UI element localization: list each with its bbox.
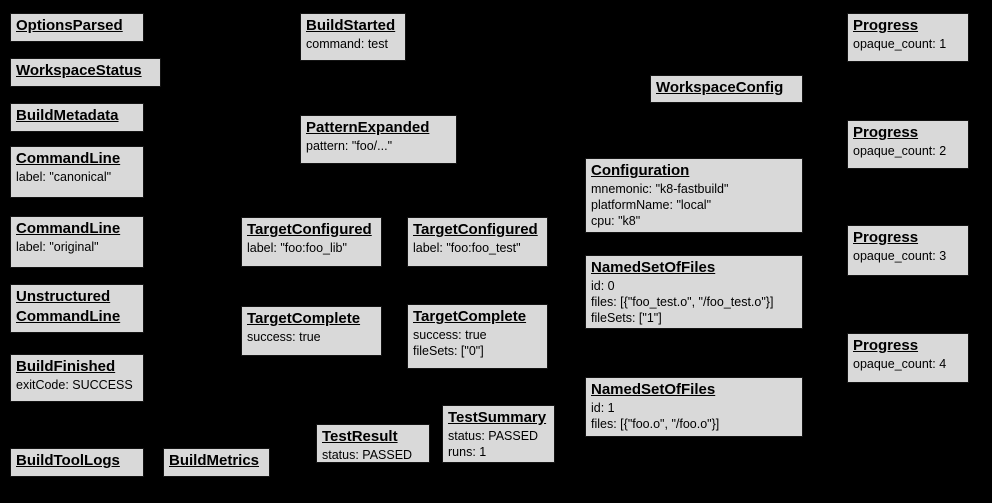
- event-node-test-summary: TestSummary status: PASSED runs: 1: [442, 405, 555, 463]
- event-node-field: opaque_count: 4: [853, 357, 947, 371]
- event-node-progress-3: Progress opaque_count: 3: [847, 225, 969, 276]
- event-node-configuration: Configuration mnemonic: "k8-fastbuild" pla…: [585, 158, 803, 233]
- event-node-title: Unstructured CommandLine: [16, 288, 121, 325]
- event-node-build-finished: BuildFinished exitCode: SUCCESS: [10, 354, 144, 402]
- event-node-title: WorkspaceStatus: [16, 62, 142, 79]
- event-node-field: files: [{"foo.o", "/foo.o"}]: [591, 417, 720, 431]
- event-node-title: BuildMetadata: [16, 107, 119, 124]
- event-node-title: PatternExpanded: [306, 119, 430, 136]
- event-node-title: Progress: [853, 17, 919, 34]
- event-node-title: CommandLine: [16, 150, 121, 167]
- event-node-build-started: BuildStarted command: test: [300, 13, 406, 61]
- event-node-field: cpu: "k8": [591, 214, 641, 228]
- event-node-field: label: "original": [16, 240, 99, 254]
- event-node-named-set-of-files-1: NamedSetOfFiles id: 1 files: [{"foo.o", "/…: [585, 377, 803, 437]
- event-node-field: fileSets: ["0"]: [413, 344, 484, 358]
- event-node-named-set-of-files-0: NamedSetOfFiles id: 0 files: [{"foo_test.o…: [585, 255, 803, 329]
- event-node-title: BuildToolLogs: [16, 452, 120, 469]
- event-node-workspace-status: WorkspaceStatus: [10, 58, 161, 87]
- event-node-title: TestResult: [322, 428, 398, 445]
- event-node-title: NamedSetOfFiles: [591, 381, 716, 398]
- event-node-title: CommandLine: [16, 220, 121, 237]
- event-node-field: opaque_count: 1: [853, 37, 947, 51]
- event-node-progress-4: Progress opaque_count: 4: [847, 333, 969, 383]
- event-node-options-parsed: OptionsParsed: [10, 13, 144, 42]
- event-node-command-line-canonical: CommandLine label: "canonical": [10, 146, 144, 198]
- event-node-title: Configuration: [591, 162, 690, 179]
- event-node-target-configured-foo-test: TargetConfigured label: "foo:foo_test": [407, 217, 548, 267]
- event-node-field: success: true: [247, 330, 321, 344]
- event-node-progress-1: Progress opaque_count: 1: [847, 13, 969, 62]
- event-node-title: NamedSetOfFiles: [591, 259, 716, 276]
- event-node-progress-2: Progress opaque_count: 2: [847, 120, 969, 169]
- event-node-field: opaque_count: 3: [853, 249, 947, 263]
- event-node-build-tool-logs: BuildToolLogs: [10, 448, 144, 477]
- event-node-field: opaque_count: 2: [853, 144, 947, 158]
- event-node-field: pattern: "foo/...": [306, 139, 393, 153]
- event-node-title: Progress: [853, 337, 919, 354]
- event-node-field: label: "foo:foo_test": [413, 241, 521, 255]
- event-node-target-complete-foo-lib: TargetComplete success: true: [241, 306, 382, 356]
- event-node-field: fileSets: ["1"]: [591, 311, 662, 325]
- event-node-title: TargetConfigured: [413, 221, 538, 238]
- event-node-title: BuildStarted: [306, 17, 396, 34]
- event-node-field: id: 0: [591, 279, 615, 293]
- event-node-title: Progress: [853, 124, 919, 141]
- event-node-title: WorkspaceConfig: [656, 79, 784, 96]
- event-node-field: exitCode: SUCCESS: [16, 378, 133, 392]
- event-node-field: label: "canonical": [16, 170, 112, 184]
- event-node-target-complete-foo-test: TargetComplete success: true fileSets: ["0…: [407, 304, 548, 369]
- event-node-title: BuildFinished: [16, 358, 116, 375]
- event-node-field: files: [{"foo_test.o", "/foo_test.o"}]: [591, 295, 774, 309]
- event-node-field: platformName: "local": [591, 198, 712, 212]
- event-node-title: TargetConfigured: [247, 221, 372, 238]
- event-node-command-line-original: CommandLine label: "original": [10, 216, 144, 268]
- event-node-title: Progress: [853, 229, 919, 246]
- event-node-unstructured-command-line: Unstructured CommandLine: [10, 284, 144, 333]
- event-node-build-metadata: BuildMetadata: [10, 103, 144, 132]
- event-node-field: command: test: [306, 37, 388, 51]
- event-node-title: TargetComplete: [413, 308, 527, 325]
- event-node-test-result: TestResult status: PASSED: [316, 424, 430, 463]
- event-node-field: status: PASSED: [448, 429, 539, 443]
- event-node-pattern-expanded: PatternExpanded pattern: "foo/...": [300, 115, 457, 164]
- event-node-field: id: 1: [591, 401, 615, 415]
- event-node-field: mnemonic: "k8-fastbuild": [591, 182, 729, 196]
- event-node-title: BuildMetrics: [169, 452, 260, 469]
- event-node-field: status: PASSED: [322, 448, 413, 462]
- event-node-title: OptionsParsed: [16, 17, 123, 34]
- event-node-title: TestSummary: [448, 409, 547, 426]
- event-node-field: runs: 1: [448, 445, 487, 459]
- event-node-workspace-config: WorkspaceConfig: [650, 75, 803, 103]
- event-node-build-metrics: BuildMetrics: [163, 448, 270, 477]
- event-node-title: TargetComplete: [247, 310, 361, 327]
- event-node-field: label: "foo:foo_lib": [247, 241, 347, 255]
- event-node-field: success: true: [413, 328, 487, 342]
- event-node-target-configured-foo-lib: TargetConfigured label: "foo:foo_lib": [241, 217, 382, 267]
